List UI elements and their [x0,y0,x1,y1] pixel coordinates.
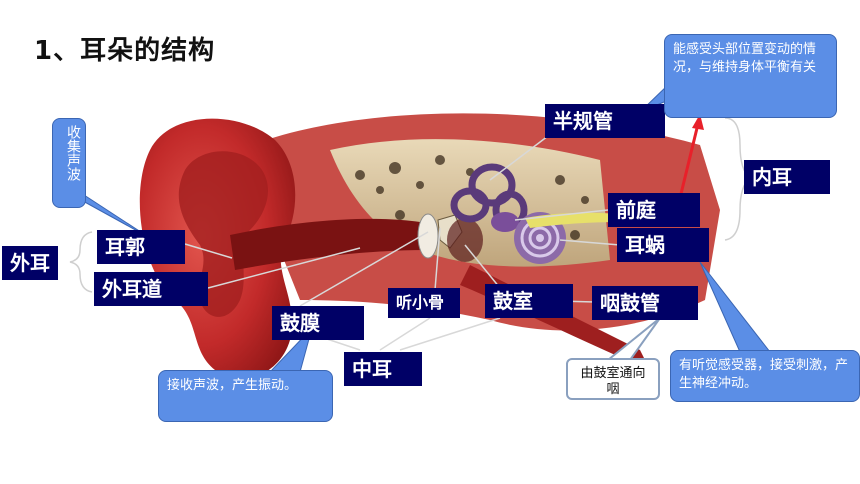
label-ossicles: 听小骨 [388,288,460,318]
callout-eustachian: 由鼓室通向咽 [566,358,660,400]
label-outer-ear: 外耳 [2,246,58,280]
label-eardrum: 鼓膜 [272,306,364,340]
callout-eardrum: 接收声波，产生振动。 [158,370,333,422]
page-title: 1、耳朵的结构 [34,36,216,66]
callout-pinna: 收集声波 [52,118,86,208]
label-middle-ear: 中耳 [344,352,422,386]
label-inner-ear: 内耳 [744,160,830,194]
label-pinna: 耳郭 [97,230,185,264]
label-ear-canal: 外耳道 [94,272,208,306]
label-tympanic-cavity: 鼓室 [485,284,573,318]
label-vestibule: 前庭 [608,193,700,227]
label-eustachian-tube: 咽鼓管 [592,286,698,320]
callout-balance: 能感受头部位置变动的情况，与维持身体平衡有关 [664,34,837,118]
callout-cochlea: 有听觉感受器，接受刺激，产生神经冲动。 [670,350,860,402]
label-cochlea: 耳蜗 [617,228,709,262]
label-semicircular-canals: 半规管 [545,104,665,138]
